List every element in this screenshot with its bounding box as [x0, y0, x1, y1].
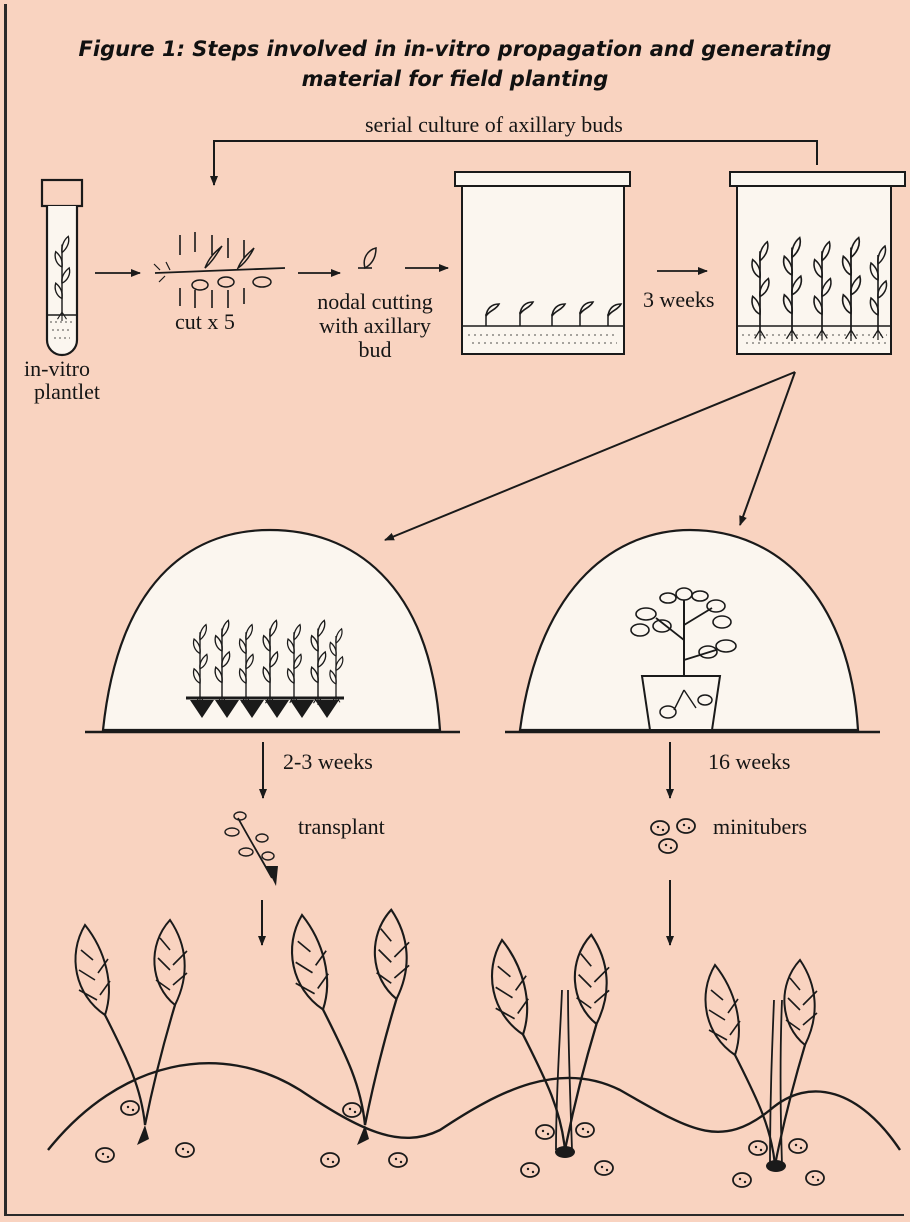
field-plant-2	[292, 910, 409, 1167]
arrow-to-minituber-tunnel	[740, 372, 795, 525]
label-minitubers: minitubers	[713, 815, 807, 839]
label-transplant: transplant	[298, 815, 385, 839]
label-cut-x5: cut x 5	[175, 310, 235, 334]
culture-jar-new-icon	[455, 172, 630, 354]
transplant-tunnel-icon	[85, 530, 460, 732]
field-plant-1	[75, 920, 194, 1162]
label-plantlet: plantlet	[34, 380, 100, 404]
field-plant-4	[705, 960, 824, 1187]
culture-jar-grown-icon	[730, 172, 905, 354]
label-16-weeks: 16 weeks	[708, 750, 790, 774]
label-3-weeks: 3 weeks	[643, 288, 714, 312]
label-nodal-cutting-line-3: bud	[300, 338, 450, 362]
cut-plantlet-icon	[154, 232, 285, 308]
label-nodal-cutting-line-2: with axillary	[300, 314, 450, 338]
arrow-to-transplant-tunnel	[385, 372, 795, 540]
nodal-cutting-icon	[358, 248, 376, 268]
label-2-3-weeks: 2-3 weeks	[283, 750, 373, 774]
field-plant-3	[492, 935, 613, 1177]
transplant-sprig-icon	[225, 812, 278, 886]
label-in-vitro: in-vitro	[24, 357, 90, 381]
label-serial-culture: serial culture of axillary buds	[365, 113, 623, 137]
minituber-tunnel-icon	[505, 530, 880, 732]
test-tube-icon	[42, 180, 82, 355]
minitubers-icon	[651, 819, 695, 853]
label-nodal-cutting-line-1: nodal cutting	[300, 290, 450, 314]
